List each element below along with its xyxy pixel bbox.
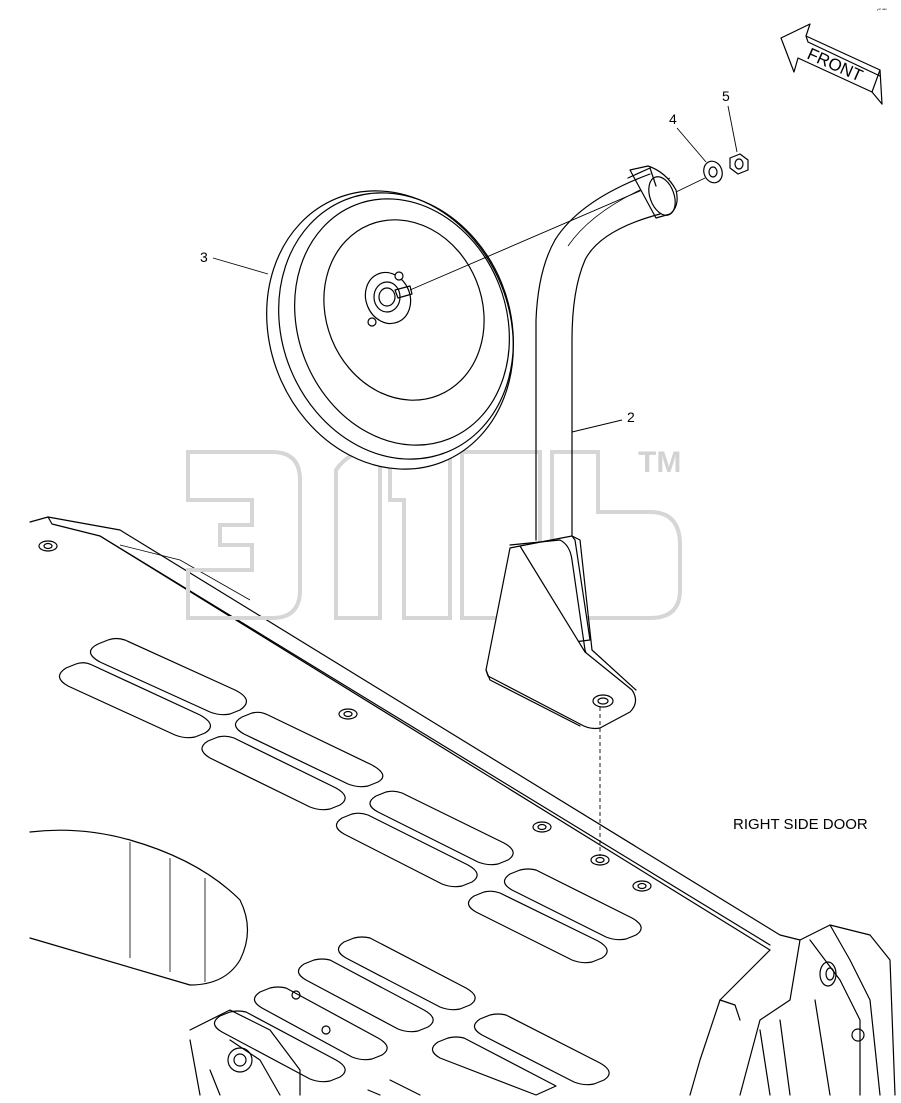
door-panel xyxy=(29,516,896,1096)
callout-3-label: 3 xyxy=(200,249,208,265)
callout-2-label: 2 xyxy=(627,409,635,425)
callout-3: 3 xyxy=(200,249,269,275)
callout-5: 5 xyxy=(722,88,738,153)
front-direction-arrow: FRONT xyxy=(780,23,883,105)
callout-4-label: 4 xyxy=(669,111,677,127)
drawing-reference-note: r¹ᶜ ᵃᵃᵃ xyxy=(877,7,887,12)
callout-4: 4 xyxy=(669,111,707,163)
mirror-assembly xyxy=(266,177,671,470)
callout-2: 2 xyxy=(571,409,635,433)
watermark-tm: TM xyxy=(638,446,681,479)
watermark: TM xyxy=(186,446,682,620)
hex-nut xyxy=(729,153,749,175)
washer xyxy=(703,160,723,184)
centerline-arm xyxy=(675,177,706,193)
mirror-bracket xyxy=(485,165,678,856)
callout-5-label: 5 xyxy=(722,88,730,104)
right-side-door-label: RIGHT SIDE DOOR xyxy=(733,816,868,833)
